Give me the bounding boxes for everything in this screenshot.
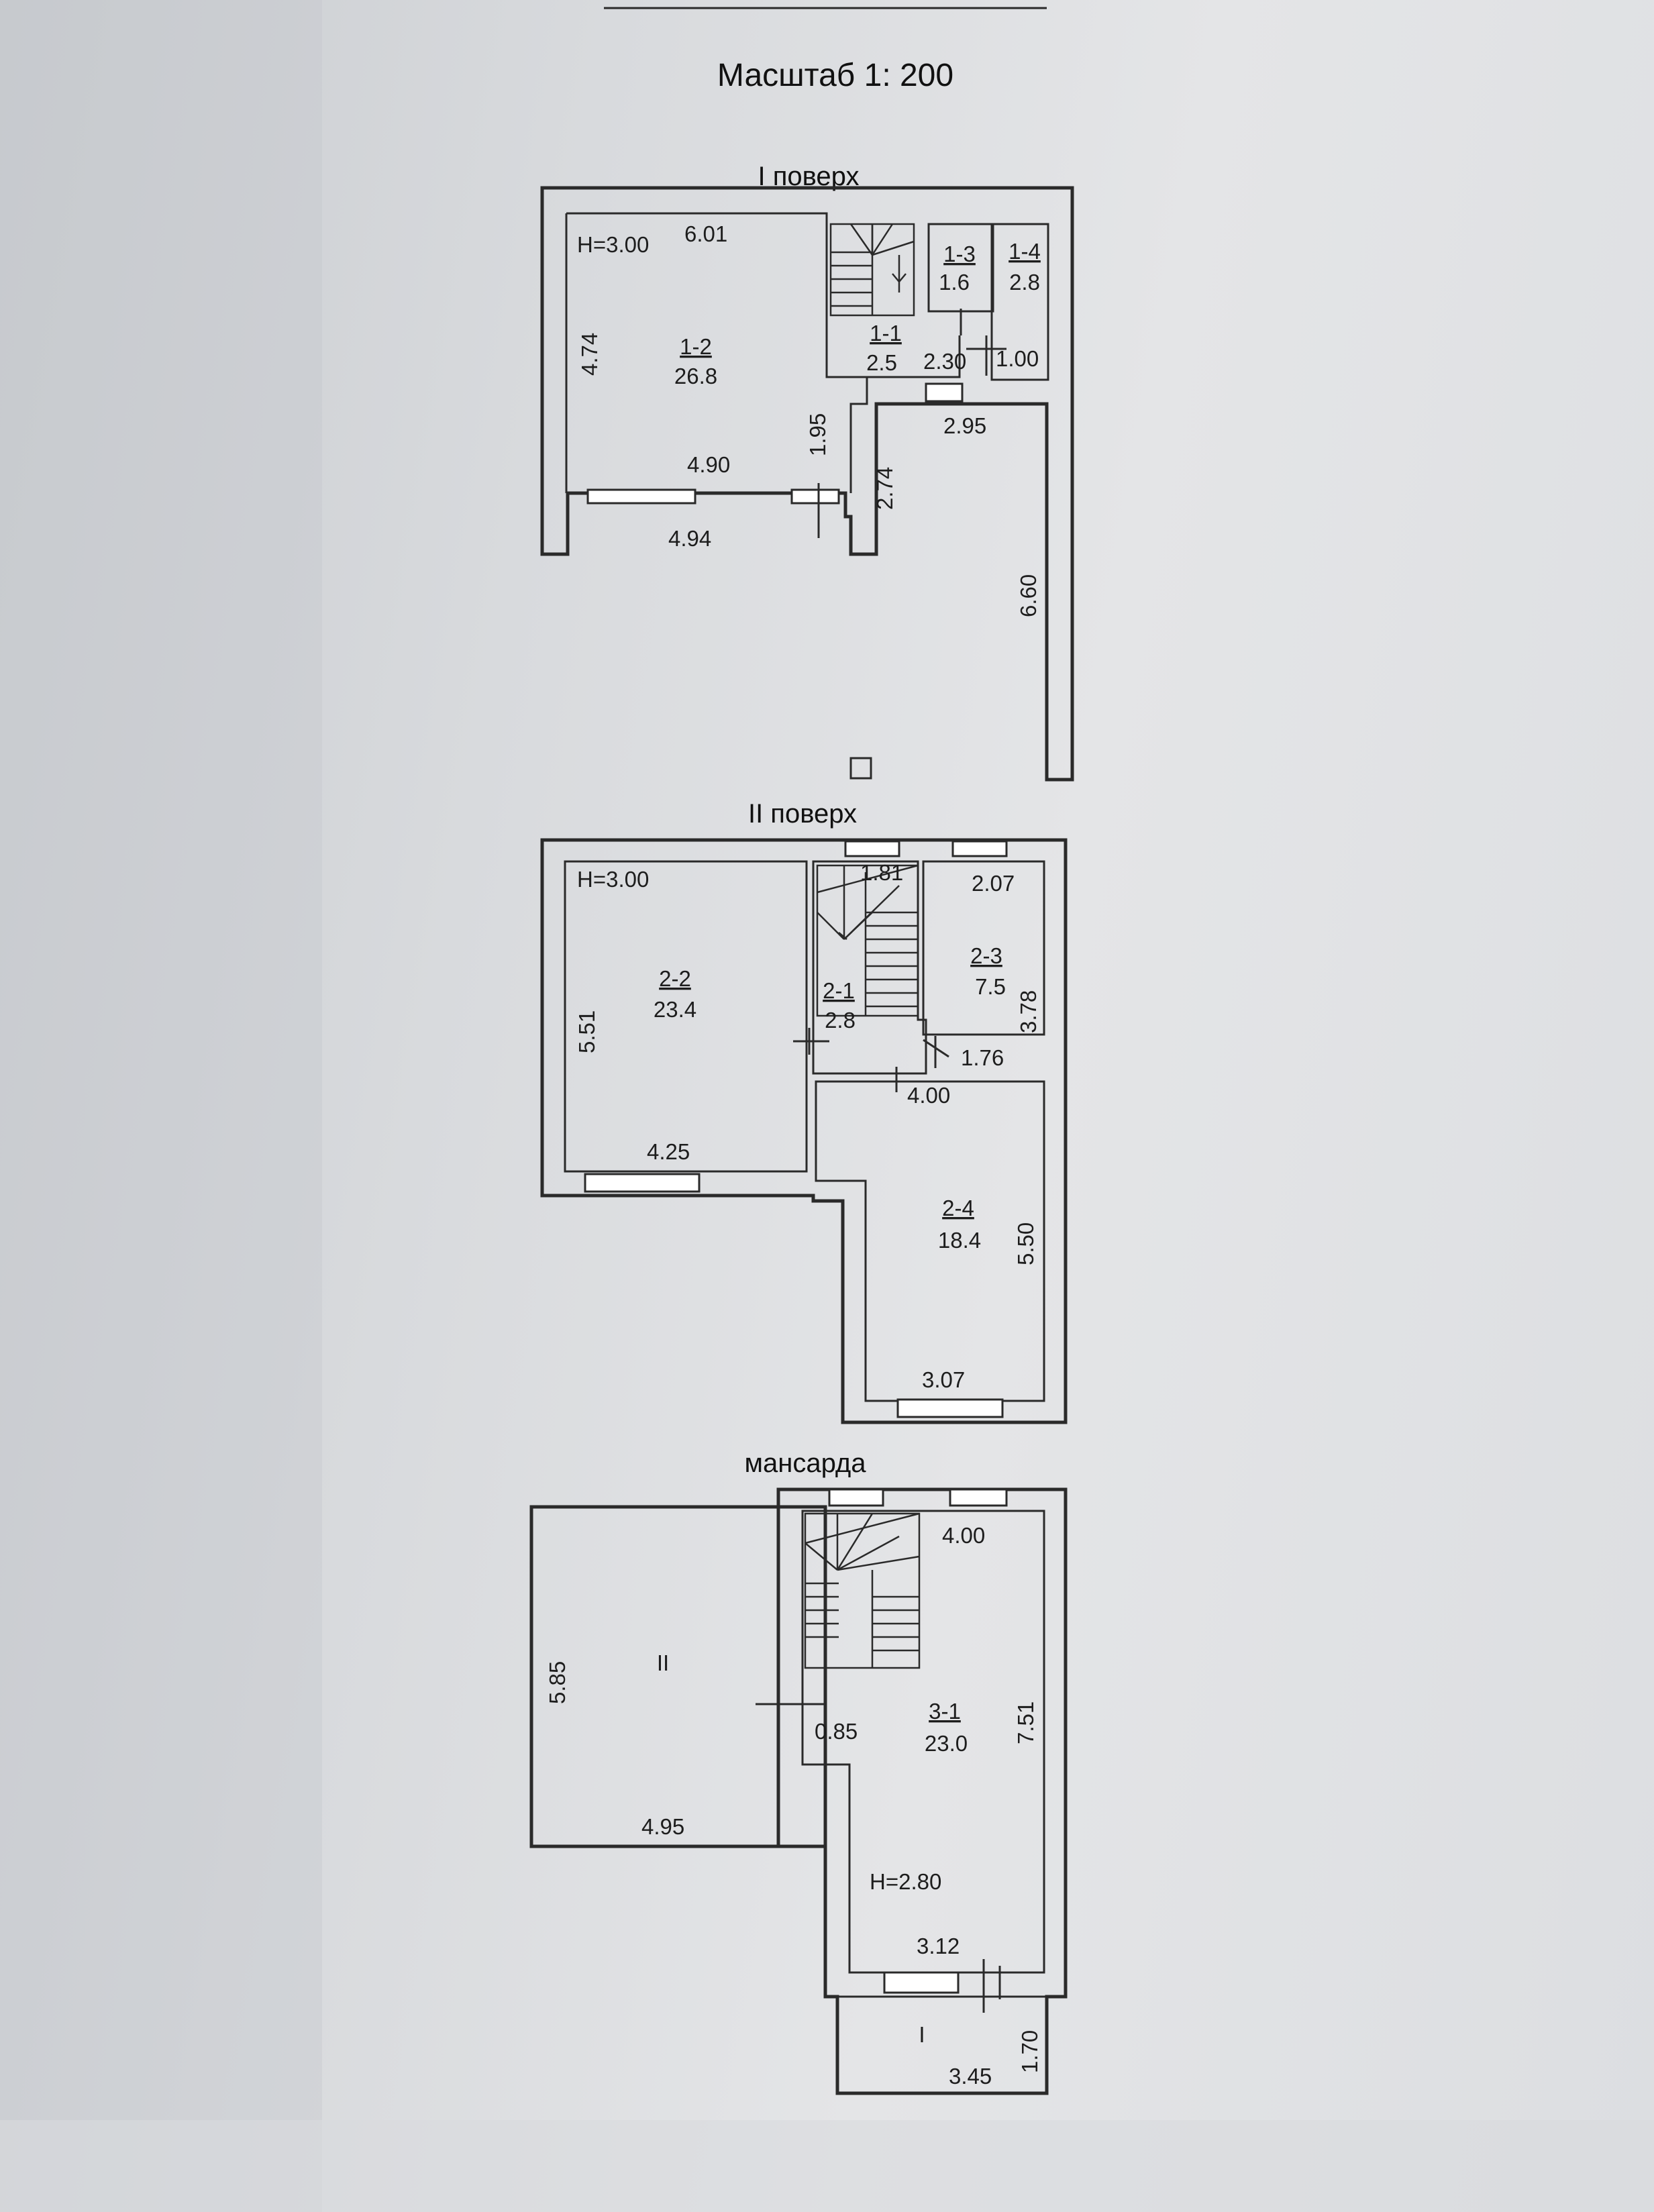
dim-0-85: 0.85 <box>815 1719 858 1744</box>
room-3-1-walls <box>801 1510 1045 1974</box>
room-2-4-walls <box>815 1080 1045 1402</box>
dim-2-74: 2.74 <box>872 467 897 510</box>
floor-2-window-2-3 <box>951 840 1008 857</box>
floor-1-window-bottom <box>586 488 696 505</box>
dim-6-60: 6.60 <box>1016 574 1041 617</box>
room-1-1-area: 2.5 <box>866 350 897 375</box>
dim-3-45: 3.45 <box>949 2064 992 2089</box>
attic-outer-wall <box>776 1487 1068 2095</box>
floor-2-window-2-4 <box>896 1398 1004 1418</box>
room-2-4-area: 18.4 <box>938 1228 981 1253</box>
terrace-ii-walls <box>529 1505 827 1848</box>
dim-2-07: 2.07 <box>972 871 1015 896</box>
floor-2-heading: II поверх <box>748 799 857 829</box>
floor-2-window-2-2 <box>584 1173 701 1193</box>
dim-4-94: 4.94 <box>668 526 711 551</box>
floor-1-outer-wall <box>540 186 1074 782</box>
dim-6-01: 6.01 <box>684 221 727 246</box>
room-2-2-area: 23.4 <box>654 997 696 1022</box>
room-2-4-id: 2-4 <box>942 1196 974 1220</box>
dim-1-95: 1.95 <box>805 413 830 456</box>
attic-heading: мансарда <box>745 1449 867 1478</box>
room-2-2-id: 2-2 <box>659 966 691 991</box>
dim-1-70: 1.70 <box>1017 2030 1042 2073</box>
dim-4-90: 4.90 <box>687 452 730 477</box>
room-2-3-id: 2-3 <box>970 943 1002 968</box>
dim-4-00-f2: 4.00 <box>907 1083 950 1108</box>
dim-1-81: 1.81 <box>860 860 903 885</box>
room-2-1-area: 2.8 <box>825 1008 856 1033</box>
floor-1-staircase <box>829 223 915 317</box>
dim-3-12: 3.12 <box>917 1934 960 1958</box>
room-1-4-id: 1-4 <box>1009 239 1041 264</box>
room-2-2-walls <box>564 860 808 1173</box>
floor-1-height: H=3.00 <box>577 232 649 257</box>
attic-window-3 <box>883 1971 960 1994</box>
room-3-1-id: 3-1 <box>929 1699 961 1724</box>
floor-2-staircase <box>816 864 919 1017</box>
attic-height: H=2.80 <box>870 1869 941 1894</box>
attic-window-1 <box>828 1488 884 1507</box>
room-1-2-area: 26.8 <box>674 364 717 388</box>
floor-1: I поверх <box>540 162 1074 782</box>
floor-1-marker-square <box>849 757 872 780</box>
terrace-ii-outline <box>533 1505 825 1848</box>
dim-1-00: 1.00 <box>996 346 1039 371</box>
room-1-3-walls <box>927 223 994 313</box>
dim-1-76: 1.76 <box>961 1045 1004 1070</box>
floor-2: II поверх <box>540 799 1068 1424</box>
floor-2-window-stair <box>844 840 900 857</box>
dim-7-51: 7.51 <box>1013 1701 1038 1744</box>
dim-5-85: 5.85 <box>545 1661 570 1704</box>
floor-1-door-bottom <box>790 488 840 505</box>
dim-2-30: 2.30 <box>923 349 966 374</box>
dim-2-95: 2.95 <box>943 413 986 438</box>
room-2-3-walls <box>922 860 1045 1036</box>
dim-4-00-attic: 4.00 <box>942 1523 985 1548</box>
room-1-4-area: 2.8 <box>1009 270 1040 295</box>
terrace-i-label: I <box>919 2022 925 2047</box>
terrace-ii-label: II <box>657 1650 669 1675</box>
room-3-1-area: 23.0 <box>925 1731 968 1756</box>
room-2-1-id: 2-1 <box>823 978 855 1003</box>
room-1-1-id: 1-1 <box>870 321 902 346</box>
dim-4-74: 4.74 <box>577 333 602 376</box>
floor-2-height: H=3.00 <box>577 867 649 892</box>
dim-5-50: 5.50 <box>1013 1222 1038 1265</box>
room-1-3-id: 1-3 <box>943 242 976 266</box>
dim-4-25: 4.25 <box>647 1139 690 1164</box>
floor-2-outer-wall <box>540 838 1068 1424</box>
room-1-2-id: 1-2 <box>680 334 712 359</box>
dim-5-51: 5.51 <box>574 1010 599 1053</box>
dim-3-78: 3.78 <box>1016 990 1041 1033</box>
attic-window-2 <box>949 1488 1008 1507</box>
dim-4-95: 4.95 <box>641 1814 684 1839</box>
room-2-3-area: 7.5 <box>975 974 1006 999</box>
room-1-3-area: 1.6 <box>939 270 970 295</box>
attic-floor: мансарда <box>529 1449 1068 2095</box>
attic-staircase <box>804 1512 921 1669</box>
dim-3-07: 3.07 <box>922 1367 965 1392</box>
scale-title: Масштаб 1: 200 <box>717 58 953 93</box>
terrace-ii-top <box>533 1506 825 1848</box>
room-2-1-walls <box>812 860 927 1075</box>
corridor-1-1-wall <box>867 335 961 378</box>
floor-1-door-corridor <box>925 382 964 403</box>
